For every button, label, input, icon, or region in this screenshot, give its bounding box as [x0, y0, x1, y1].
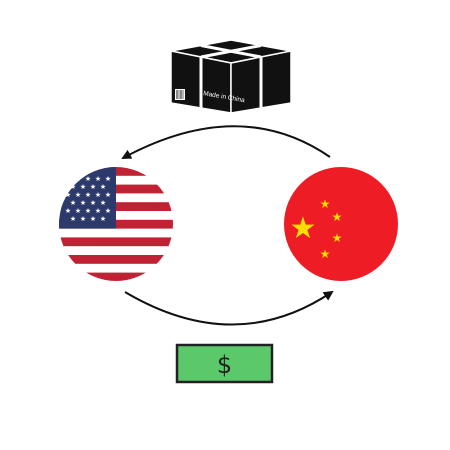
usa-flag-icon: ★★★★★ ★★★★ ★★★★★ ★★★★ ★★★★★ ★★★★ [59, 167, 173, 281]
svg-text:★: ★ [100, 199, 106, 207]
arrow-to-usa-icon [121, 125, 331, 159]
svg-text:★: ★ [320, 247, 331, 261]
arrow-to-china-icon [124, 290, 334, 326]
svg-text:★: ★ [95, 207, 101, 215]
svg-text:★: ★ [80, 215, 86, 223]
svg-text:★: ★ [85, 191, 91, 199]
cardboard-box-icon: Made in China [170, 39, 292, 114]
svg-text:★: ★ [75, 207, 81, 215]
svg-text:★: ★ [95, 191, 101, 199]
svg-text:★: ★ [332, 231, 343, 245]
svg-text:★: ★ [75, 175, 81, 183]
svg-text:★: ★ [90, 183, 96, 191]
svg-text:★: ★ [90, 215, 96, 223]
svg-text:★: ★ [80, 183, 86, 191]
svg-text:★: ★ [80, 199, 86, 207]
svg-text:★: ★ [105, 191, 111, 199]
svg-text:★: ★ [70, 183, 76, 191]
svg-text:★: ★ [105, 207, 111, 215]
svg-text:★: ★ [85, 207, 91, 215]
china-flag-icon: ★ ★ ★ ★ ★ [284, 167, 398, 281]
svg-text:★: ★ [70, 199, 76, 207]
svg-text:★: ★ [100, 215, 106, 223]
svg-text:★: ★ [85, 175, 91, 183]
svg-text:★: ★ [65, 191, 71, 199]
dollar-bill-icon: $ [175, 343, 274, 384]
svg-text:★: ★ [65, 175, 71, 183]
svg-text:★: ★ [105, 175, 111, 183]
svg-text:★: ★ [332, 210, 343, 224]
svg-text:★: ★ [75, 191, 81, 199]
svg-text:★: ★ [290, 211, 317, 246]
dollar-symbol: $ [217, 351, 232, 379]
barcode-icon [175, 89, 185, 100]
svg-text:★: ★ [320, 197, 331, 211]
svg-text:★: ★ [90, 199, 96, 207]
svg-text:★: ★ [100, 183, 106, 191]
svg-text:★: ★ [70, 215, 76, 223]
svg-text:★: ★ [95, 175, 101, 183]
svg-text:★: ★ [65, 207, 71, 215]
